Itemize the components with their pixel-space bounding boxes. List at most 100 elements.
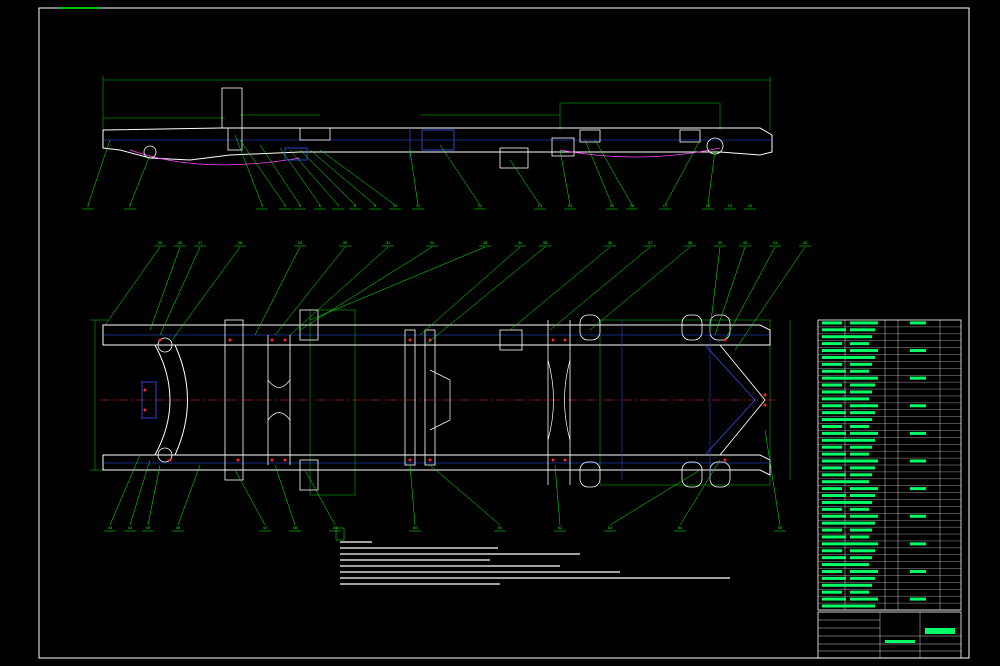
parts-list-cell-name — [850, 335, 872, 339]
plan-top-balloon-32: 32 — [430, 240, 435, 245]
plan-top-balloon-25: 25 — [158, 240, 163, 245]
parts-list-cell-code — [822, 500, 850, 504]
plan-top-balloon-26: 26 — [178, 240, 183, 245]
parts-list-cell-name — [850, 563, 869, 567]
parts-list-cell-code — [822, 556, 846, 560]
plan-top-balloon-37: 37 — [648, 240, 653, 245]
plan-bottom-balloon-43: 43 — [108, 525, 113, 530]
plan-bottom-balloon-44: 44 — [128, 525, 133, 530]
parts-list-cell-name — [850, 355, 875, 359]
parts-list-cell-name — [850, 576, 875, 580]
parts-list-cell-name — [850, 494, 875, 498]
side-balloon-14: 14 — [568, 203, 573, 208]
side-balloon-17: 17 — [663, 203, 668, 208]
plan-top-balloon-41: 41 — [773, 240, 778, 245]
parts-list-cell-code — [822, 321, 842, 325]
parts-list-cell-material — [910, 514, 926, 518]
parts-list-cell-material — [910, 487, 926, 491]
parts-list-cell-name — [850, 376, 878, 380]
plan-bottom-balloon-53: 53 — [608, 525, 613, 530]
side-balloon-10: 10 — [393, 203, 398, 208]
plan-bottom-balloon-50: 50 — [413, 525, 418, 530]
plan-bottom-balloon-47: 47 — [263, 525, 268, 530]
parts-list-cell-material — [910, 459, 926, 463]
side-balloon-13: 13 — [538, 203, 543, 208]
plan-top-balloon-42: 42 — [803, 240, 808, 245]
parts-list-cell-name — [850, 507, 869, 511]
parts-list-cell-code — [822, 576, 846, 580]
parts-list-cell-code — [822, 514, 846, 518]
parts-list-cell-code — [822, 355, 850, 359]
parts-list-cell-name — [850, 459, 878, 463]
parts-list-cell-name — [850, 466, 875, 470]
parts-list-cell-code — [822, 480, 850, 484]
plan-top-balloon-38: 38 — [688, 240, 693, 245]
parts-list-cell-material — [910, 376, 926, 380]
parts-list-cell-code — [822, 404, 842, 408]
parts-list-cell-code — [822, 369, 846, 373]
parts-list-cell-code — [822, 328, 846, 332]
parts-list-cell-name — [850, 597, 878, 601]
parts-list-cell-code — [822, 466, 842, 470]
parts-list-cell-code — [822, 376, 850, 380]
parts-list-cell-name — [850, 583, 872, 587]
parts-list-cell-name — [850, 521, 875, 525]
parts-list-table — [817, 319, 962, 611]
plan-top-balloon-34: 34 — [518, 240, 523, 245]
parts-list-cell-code — [822, 452, 846, 456]
parts-list-cell-name — [850, 480, 869, 484]
plan-top-balloon-39: 39 — [718, 240, 723, 245]
side-balloon-3: 3 — [261, 203, 264, 208]
parts-list-cell-code — [822, 362, 842, 366]
parts-list-cell-code — [822, 431, 846, 435]
parts-list-cell-code — [822, 459, 850, 463]
parts-list-cell-name — [850, 473, 872, 477]
parts-list-cell-name — [850, 452, 869, 456]
title-block — [817, 611, 962, 659]
parts-list-cell-code — [822, 411, 846, 415]
parts-list-cell-name — [850, 369, 869, 373]
parts-list-cell-name — [850, 431, 878, 435]
parts-list-cell-material — [910, 321, 926, 325]
side-balloon-6: 6 — [319, 203, 322, 208]
side-balloon-18: 18 — [706, 203, 711, 208]
side-balloon-2: 2 — [129, 203, 132, 208]
parts-list-cell-code — [822, 418, 850, 422]
plan-top-balloon-35: 35 — [543, 240, 548, 245]
parts-list-cell-material — [910, 349, 926, 353]
side-balloon-19: 19 — [728, 203, 733, 208]
parts-list-cell-code — [822, 604, 850, 608]
plan-bottom-balloon-55: 55 — [778, 525, 783, 530]
parts-list-cell-name — [850, 590, 869, 594]
parts-list-cell-name — [850, 500, 872, 504]
parts-list-cell-name — [850, 556, 872, 560]
parts-list-cell-name — [850, 342, 869, 346]
parts-list-cell-code — [822, 473, 846, 477]
plan-bottom-balloon-46: 46 — [176, 525, 181, 530]
parts-list-cell-name — [850, 549, 875, 553]
side-balloon-20: 20 — [748, 203, 753, 208]
parts-list-cell-name — [850, 383, 875, 387]
parts-list-cell-material — [910, 569, 926, 573]
parts-list-cell-code — [822, 349, 846, 353]
side-view — [87, 76, 773, 206]
parts-list-cell-code — [822, 563, 850, 567]
plan-top-balloon-28: 28 — [238, 240, 243, 245]
parts-list-cell-name — [850, 328, 875, 332]
parts-list-cell-name — [850, 397, 869, 401]
plan-bottom-balloon-52: 52 — [558, 525, 563, 530]
parts-list-cell-code — [822, 445, 842, 449]
parts-list-cell-code — [822, 549, 842, 553]
parts-list-cell-code — [822, 383, 842, 387]
parts-list-cell-name — [850, 390, 872, 394]
parts-list-cell-code — [822, 335, 850, 339]
parts-list-cell-material — [910, 597, 926, 601]
side-balloon-4: 4 — [284, 203, 287, 208]
parts-list-cell-code — [822, 487, 842, 491]
parts-list-cell-code — [822, 590, 842, 594]
drawing-border — [38, 7, 970, 659]
parts-list-cell-code — [822, 597, 846, 601]
